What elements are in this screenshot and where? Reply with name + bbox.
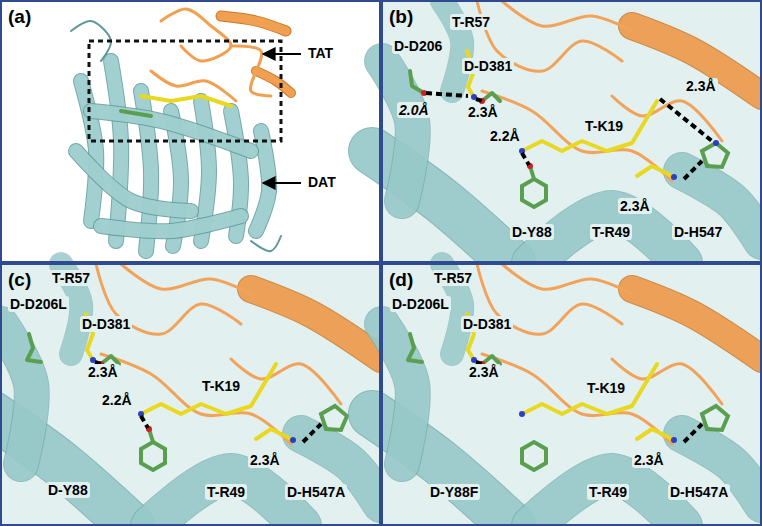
residue-label: T-K19 [200, 378, 242, 394]
residue-label: T-R49 [205, 484, 247, 500]
residue-label: T-K19 [585, 380, 627, 396]
residue-label: D-D206L [8, 296, 69, 312]
residue-label: D-Y88 [510, 224, 554, 240]
residue-label: D-D206 [392, 38, 444, 54]
residue-label: T-R57 [50, 270, 92, 286]
distance-label: 2.3Å [248, 452, 282, 468]
panel-art [0, 264, 381, 526]
distance-label: 2.3Å [466, 104, 500, 120]
distance-label: 2.3Å [86, 364, 120, 380]
residue-label: D-H547A [668, 484, 730, 500]
residue-label: D-D381 [461, 316, 513, 332]
residue-label: T-K19 [583, 118, 625, 134]
panel-art [372, 1, 762, 263]
residue-label: D-D381 [80, 316, 132, 332]
distance-label: 2.2Å [100, 392, 134, 408]
panel-label: (b) [389, 6, 413, 28]
residue-label: D-Y88F [428, 484, 480, 500]
structure-label: TAT [306, 45, 335, 61]
distance-label: 2.3Å [684, 78, 718, 94]
structure-label: DAT [306, 174, 338, 190]
residue-label: D-Y88 [46, 482, 90, 498]
distance-label: 2.3Å [618, 198, 652, 214]
distance-label: 2.3Å [632, 452, 666, 468]
distance-label: 2.0Å [397, 102, 431, 118]
residue-label: D-D206L [390, 296, 451, 312]
distance-label: 2.3Å [467, 364, 501, 380]
residue-label: T-R57 [450, 14, 492, 30]
figure-panel: (a) [0, 0, 381, 263]
residue-label: D-H547 [672, 224, 724, 240]
residue-label: D-D381 [462, 58, 514, 74]
panel-label: (c) [8, 269, 31, 291]
distance-label: 2.2Å [488, 128, 522, 144]
residue-label: T-R49 [587, 484, 629, 500]
residue-label: T-R49 [590, 224, 632, 240]
panel-art [372, 264, 762, 526]
panel-label: (d) [389, 269, 413, 291]
residue-label: T-R57 [432, 270, 474, 286]
panel-label: (a) [8, 6, 31, 28]
residue-label: D-H547A [285, 484, 347, 500]
panel-art [1, 1, 380, 262]
